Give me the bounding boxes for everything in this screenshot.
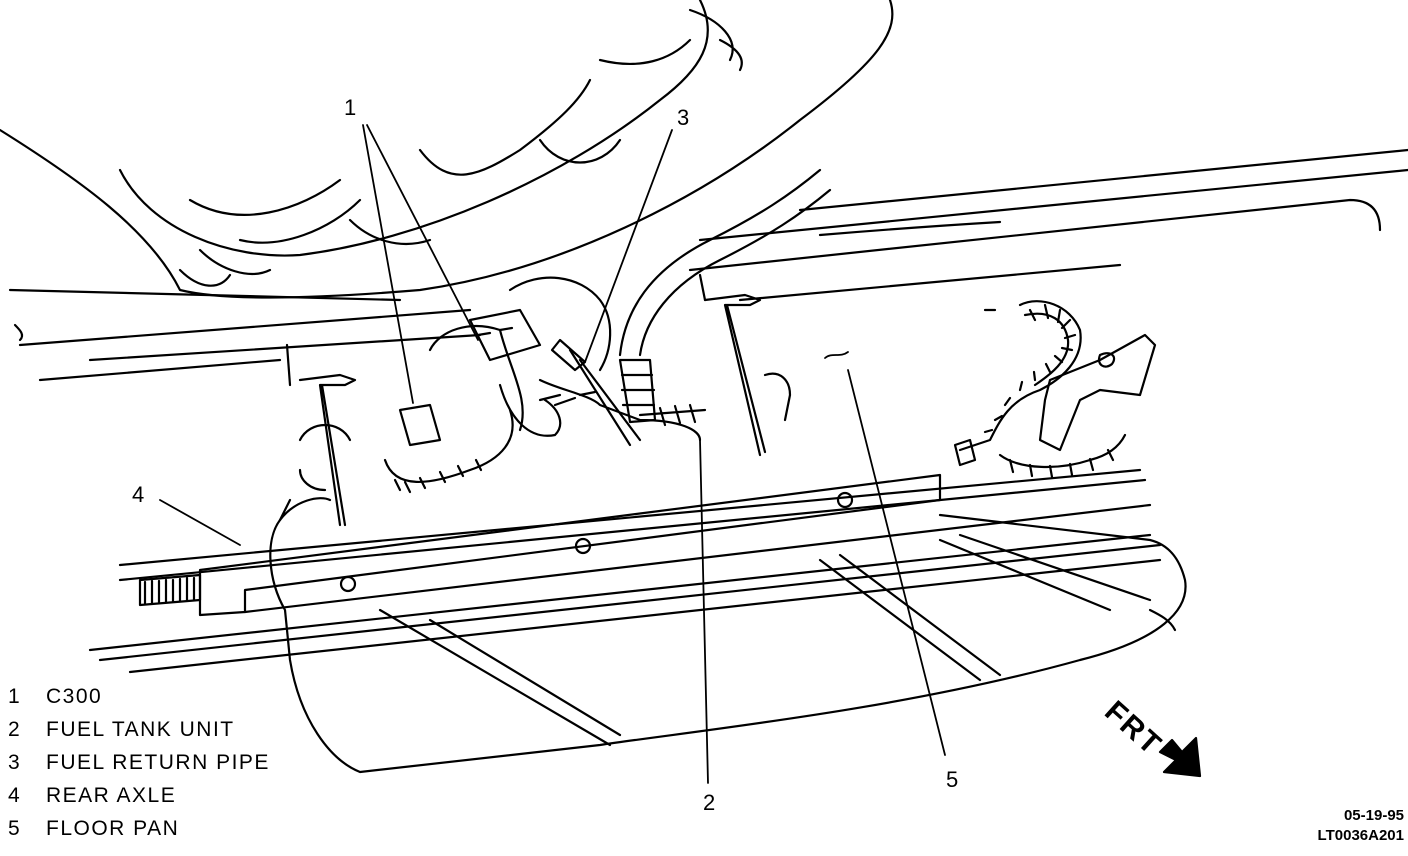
- floor-pan-drawing: [0, 0, 1408, 382]
- harness-and-bracket: [953, 300, 1157, 479]
- legend-label: FLOOR PAN: [46, 816, 180, 840]
- front-direction-indicator: FRT: [1098, 695, 1202, 778]
- rear-axle-drawing: [88, 468, 1162, 674]
- legend-label: C300: [46, 684, 103, 708]
- legend-item: 2 FUEL TANK UNIT: [8, 713, 270, 746]
- legend-item: 3 FUEL RETURN PIPE: [8, 746, 270, 779]
- figure-id: LT0036A201: [1317, 827, 1404, 844]
- callout-3: 3: [677, 105, 689, 130]
- fuel-tank-unit-drawing: [383, 168, 832, 494]
- legend-number: 1: [8, 684, 22, 708]
- callout-2: 2: [703, 790, 715, 815]
- legend-number: 4: [8, 783, 22, 807]
- front-arrow-icon: [1158, 736, 1202, 778]
- callout-4: 4: [132, 482, 144, 507]
- legend-number: 3: [8, 750, 22, 774]
- leader-lines: [159, 124, 946, 784]
- figure-date: 05-19-95: [1343, 807, 1404, 824]
- legend-label: FUEL TANK UNIT: [46, 717, 235, 741]
- legend-label: REAR AXLE: [46, 783, 177, 807]
- legend-number: 5: [8, 816, 22, 840]
- tank-strap-brackets: [285, 273, 767, 527]
- legend-label: FUEL RETURN PIPE: [46, 750, 270, 774]
- callout-5: 5: [946, 767, 958, 792]
- legend-number: 2: [8, 717, 22, 741]
- frt-label: FRT: [1098, 695, 1168, 763]
- legend-item: 4 REAR AXLE: [8, 779, 270, 812]
- figure-meta: 05-19-95 LT0036A201: [1318, 806, 1404, 846]
- fuel-tank-body: [269, 372, 1187, 774]
- legend-item: 1 C300: [8, 680, 270, 713]
- legend-item: 5 FLOOR PAN: [8, 812, 270, 845]
- callout-1: 1: [344, 95, 356, 120]
